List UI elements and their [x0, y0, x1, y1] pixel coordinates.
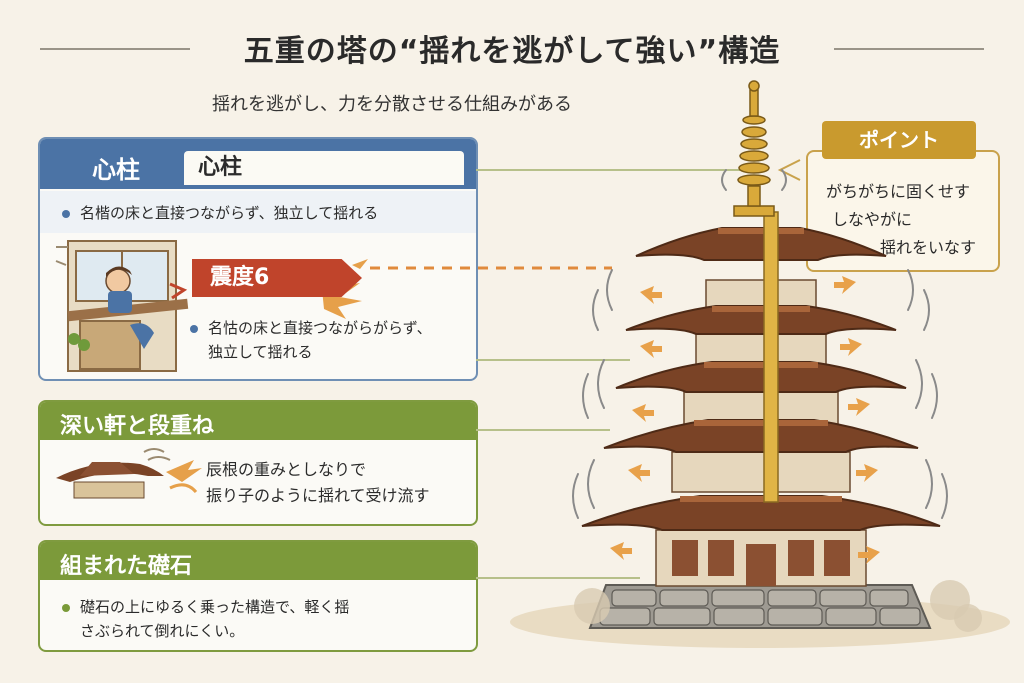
shinbashira-bullet-2-line2: 独立して揺れる [208, 343, 313, 361]
shinbashira-bullet-2: 名怙の床と直接つながらがらず、 [190, 317, 432, 339]
foundation-panel: 組まれた礎石 礎石の上にゆるく乗った構造で、軽く揺 さぶられて倒れにくい。 [38, 540, 478, 652]
bullet-dot [62, 209, 70, 218]
eaves-illustration [56, 448, 202, 499]
foundation-bullet: 礎石の上にゆるく乗った構造で、軽く揺 [62, 596, 349, 618]
page-title: 五重の塔の“揺れを逃がして強い”構造 [243, 34, 781, 69]
eaves-header-text: 深い軒と段重ね [60, 414, 215, 439]
sorin-spire [733, 80, 775, 217]
shinbashira-panel: 心柱 心柱 名楷の床と直接つながらず、独立して揺れる 震度6 名怙の床と直接つな… [38, 137, 478, 381]
eaves-line-1: 辰根の重みとしなりで [206, 460, 367, 479]
shinbashira-header: 心柱 心柱 [40, 139, 476, 189]
central-pillar [763, 211, 779, 503]
shinbashira-header-tag: 心柱 [184, 151, 464, 185]
shinbashira-header-name: 心柱 [92, 156, 140, 184]
point-line-2: しなやがに [832, 210, 913, 229]
shinbashira-bullet-1: 名楷の床と直接つながらず、独立して揺れる [62, 202, 378, 224]
shindo-badge: 震度6 [192, 259, 362, 297]
title-rule-left [40, 48, 190, 50]
subtitle: 揺れを逃がし、力を分散させる仕組みがある [212, 94, 572, 115]
foundation-header: 組まれた礎石 [40, 542, 476, 580]
motion-arcs [572, 169, 948, 519]
force-arrows [610, 276, 880, 564]
shinbashira-bullet-1-text: 名楷の床と直接つながらず、独立して揺れる [80, 204, 379, 222]
foundation-line-2: さぶられて倒れにくい。 [80, 622, 245, 640]
shinbashira-bullet-2-line1: 名怙の床と直接つながらがらず、 [208, 319, 432, 337]
shinbashira-bullet-row [40, 191, 476, 233]
eaves-header: 深い軒と段重ね [40, 402, 476, 440]
eaves-line-2: 振り子のように揺れて受け流す [206, 486, 430, 505]
foundation-line-1: 礎石の上にゆるく乗った構造で、軽く揺 [80, 598, 350, 616]
bullet-dot [190, 324, 198, 333]
bullet-dot [62, 603, 70, 612]
stone-base [588, 584, 932, 629]
point-line-1: がちがちに固くせす [826, 182, 971, 201]
point-label: ポイント [822, 121, 976, 159]
eaves-panel: 深い軒と段重ね 辰根の重みとしなりで 振り子のように揺れて受け流す [38, 400, 478, 526]
title-rule-right [834, 48, 984, 50]
point-line-3: 揺れをいなす [880, 238, 977, 257]
earthquake-illustration [55, 240, 368, 372]
foundation-header-text: 組まれた礎石 [60, 554, 193, 579]
